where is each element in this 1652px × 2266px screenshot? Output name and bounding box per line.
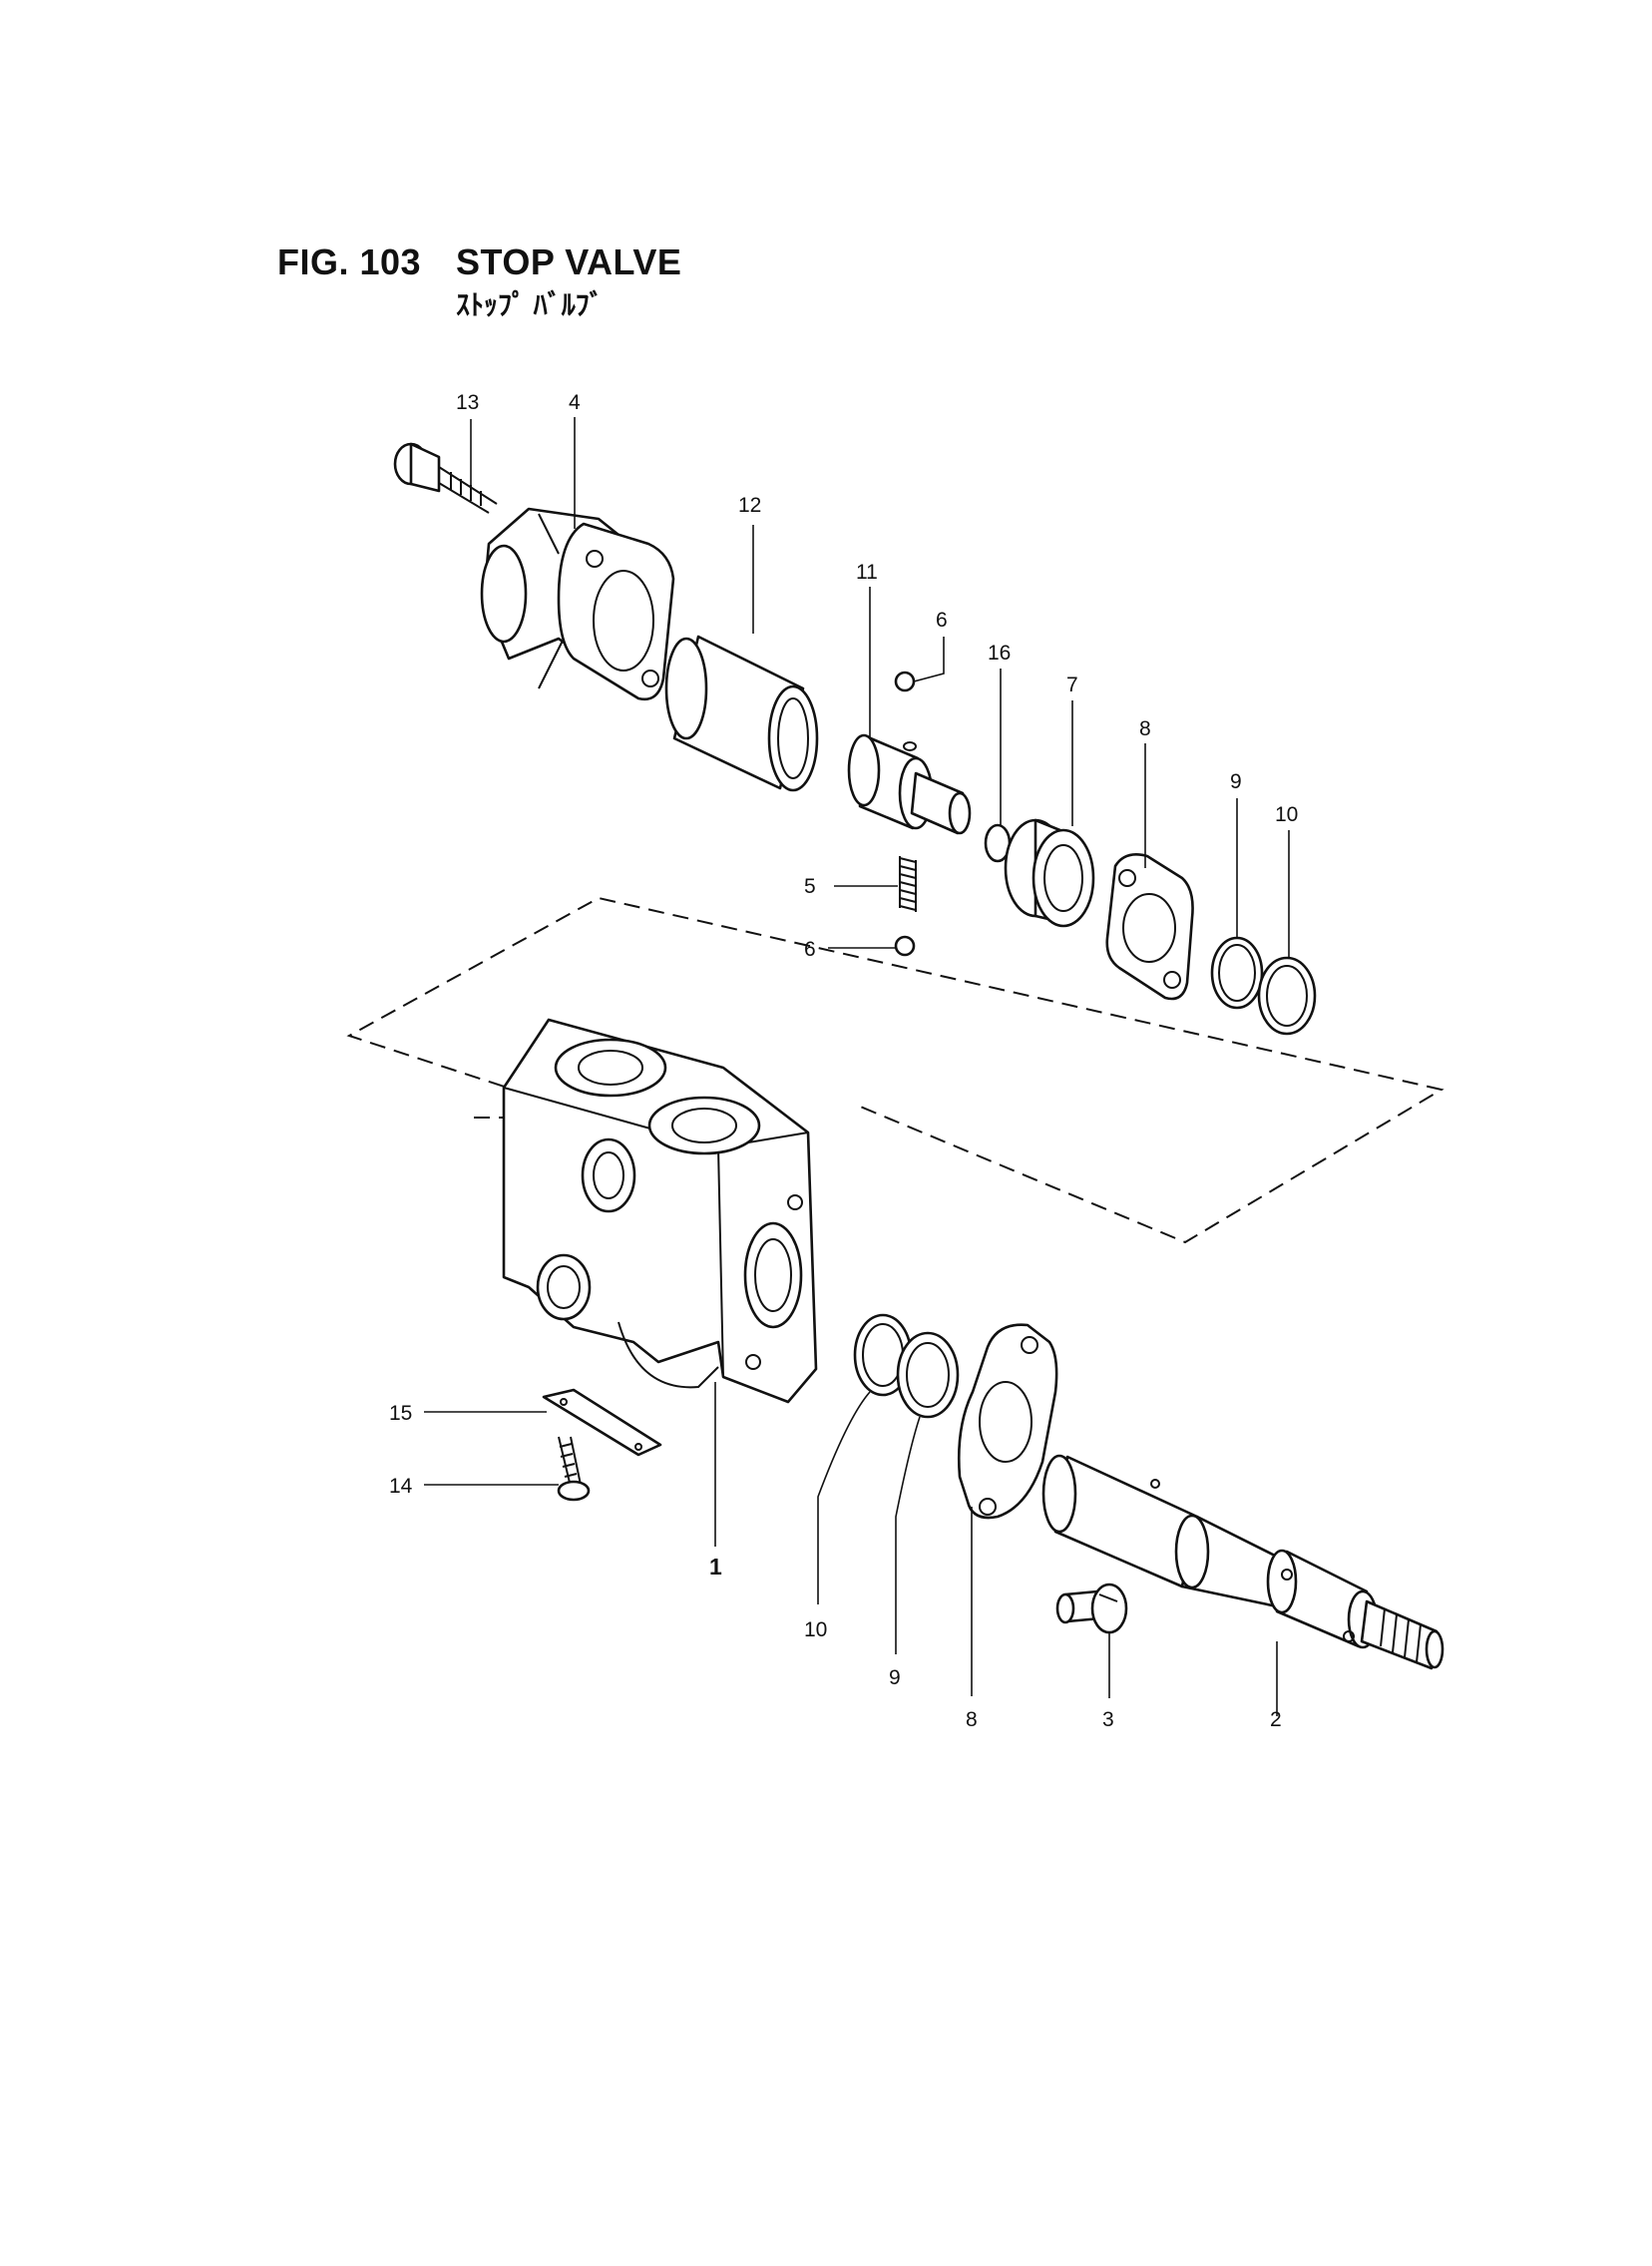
part-9-ring-upper: [1210, 936, 1264, 1010]
callout-1: 1: [709, 1554, 722, 1580]
part-12-sleeve: [664, 635, 819, 792]
part-8-flange-upper: [1105, 853, 1194, 1001]
part-5-spring: [899, 856, 917, 912]
leader-lines: [424, 417, 1290, 1716]
part-11-spool: [847, 733, 972, 835]
callout-8-lower: 8: [966, 1708, 978, 1731]
part-13-cap-screw: [393, 442, 498, 514]
part-7-bushing: [1004, 818, 1095, 928]
callout-6-upper: 6: [936, 609, 948, 632]
part-3-screw: [1055, 1583, 1128, 1634]
callout-12: 12: [738, 494, 761, 517]
callout-9-lower: 9: [889, 1666, 901, 1689]
part-10-ring-upper: [1257, 956, 1317, 1036]
callout-4: 4: [569, 391, 581, 414]
figure-subtitle: ｽﾄｯﾌﾟ ﾊﾞﾙﾌﾞ: [456, 289, 604, 320]
callout-9-upper: 9: [1230, 770, 1242, 793]
part-6-ball-lower: [894, 935, 916, 957]
callout-13: 13: [456, 391, 479, 414]
part-1-valve-body: [502, 1018, 818, 1404]
callout-5: 5: [804, 875, 816, 898]
part-2-stem: [1041, 1454, 1445, 1670]
callout-11: 11: [856, 561, 878, 584]
part-8-flange-lower: [957, 1323, 1058, 1520]
part-15-plate: [542, 1388, 662, 1457]
callout-7: 7: [1066, 674, 1078, 696]
figure-title: STOP VALVE: [456, 241, 682, 282]
callout-10-upper: 10: [1275, 803, 1298, 826]
callout-8-upper: 8: [1139, 717, 1151, 740]
callout-6-lower: 6: [804, 938, 816, 961]
callout-2: 2: [1270, 1708, 1282, 1731]
part-9-ring-lower: [896, 1331, 960, 1419]
part-6-ball-upper: [894, 671, 916, 692]
figure-number: FIG. 103: [277, 241, 422, 282]
callout-10-lower: 10: [804, 1618, 827, 1641]
part-4-cover: [480, 507, 675, 701]
callout-16: 16: [988, 642, 1011, 665]
callout-3: 3: [1102, 1708, 1114, 1731]
part-14-screw: [557, 1436, 591, 1502]
callout-15: 15: [389, 1402, 412, 1425]
callout-14: 14: [389, 1475, 413, 1498]
callout-labels: 13 4 12 11 6 16 7 8 9 10 5 6 15 14 1 10 …: [389, 391, 1298, 1731]
